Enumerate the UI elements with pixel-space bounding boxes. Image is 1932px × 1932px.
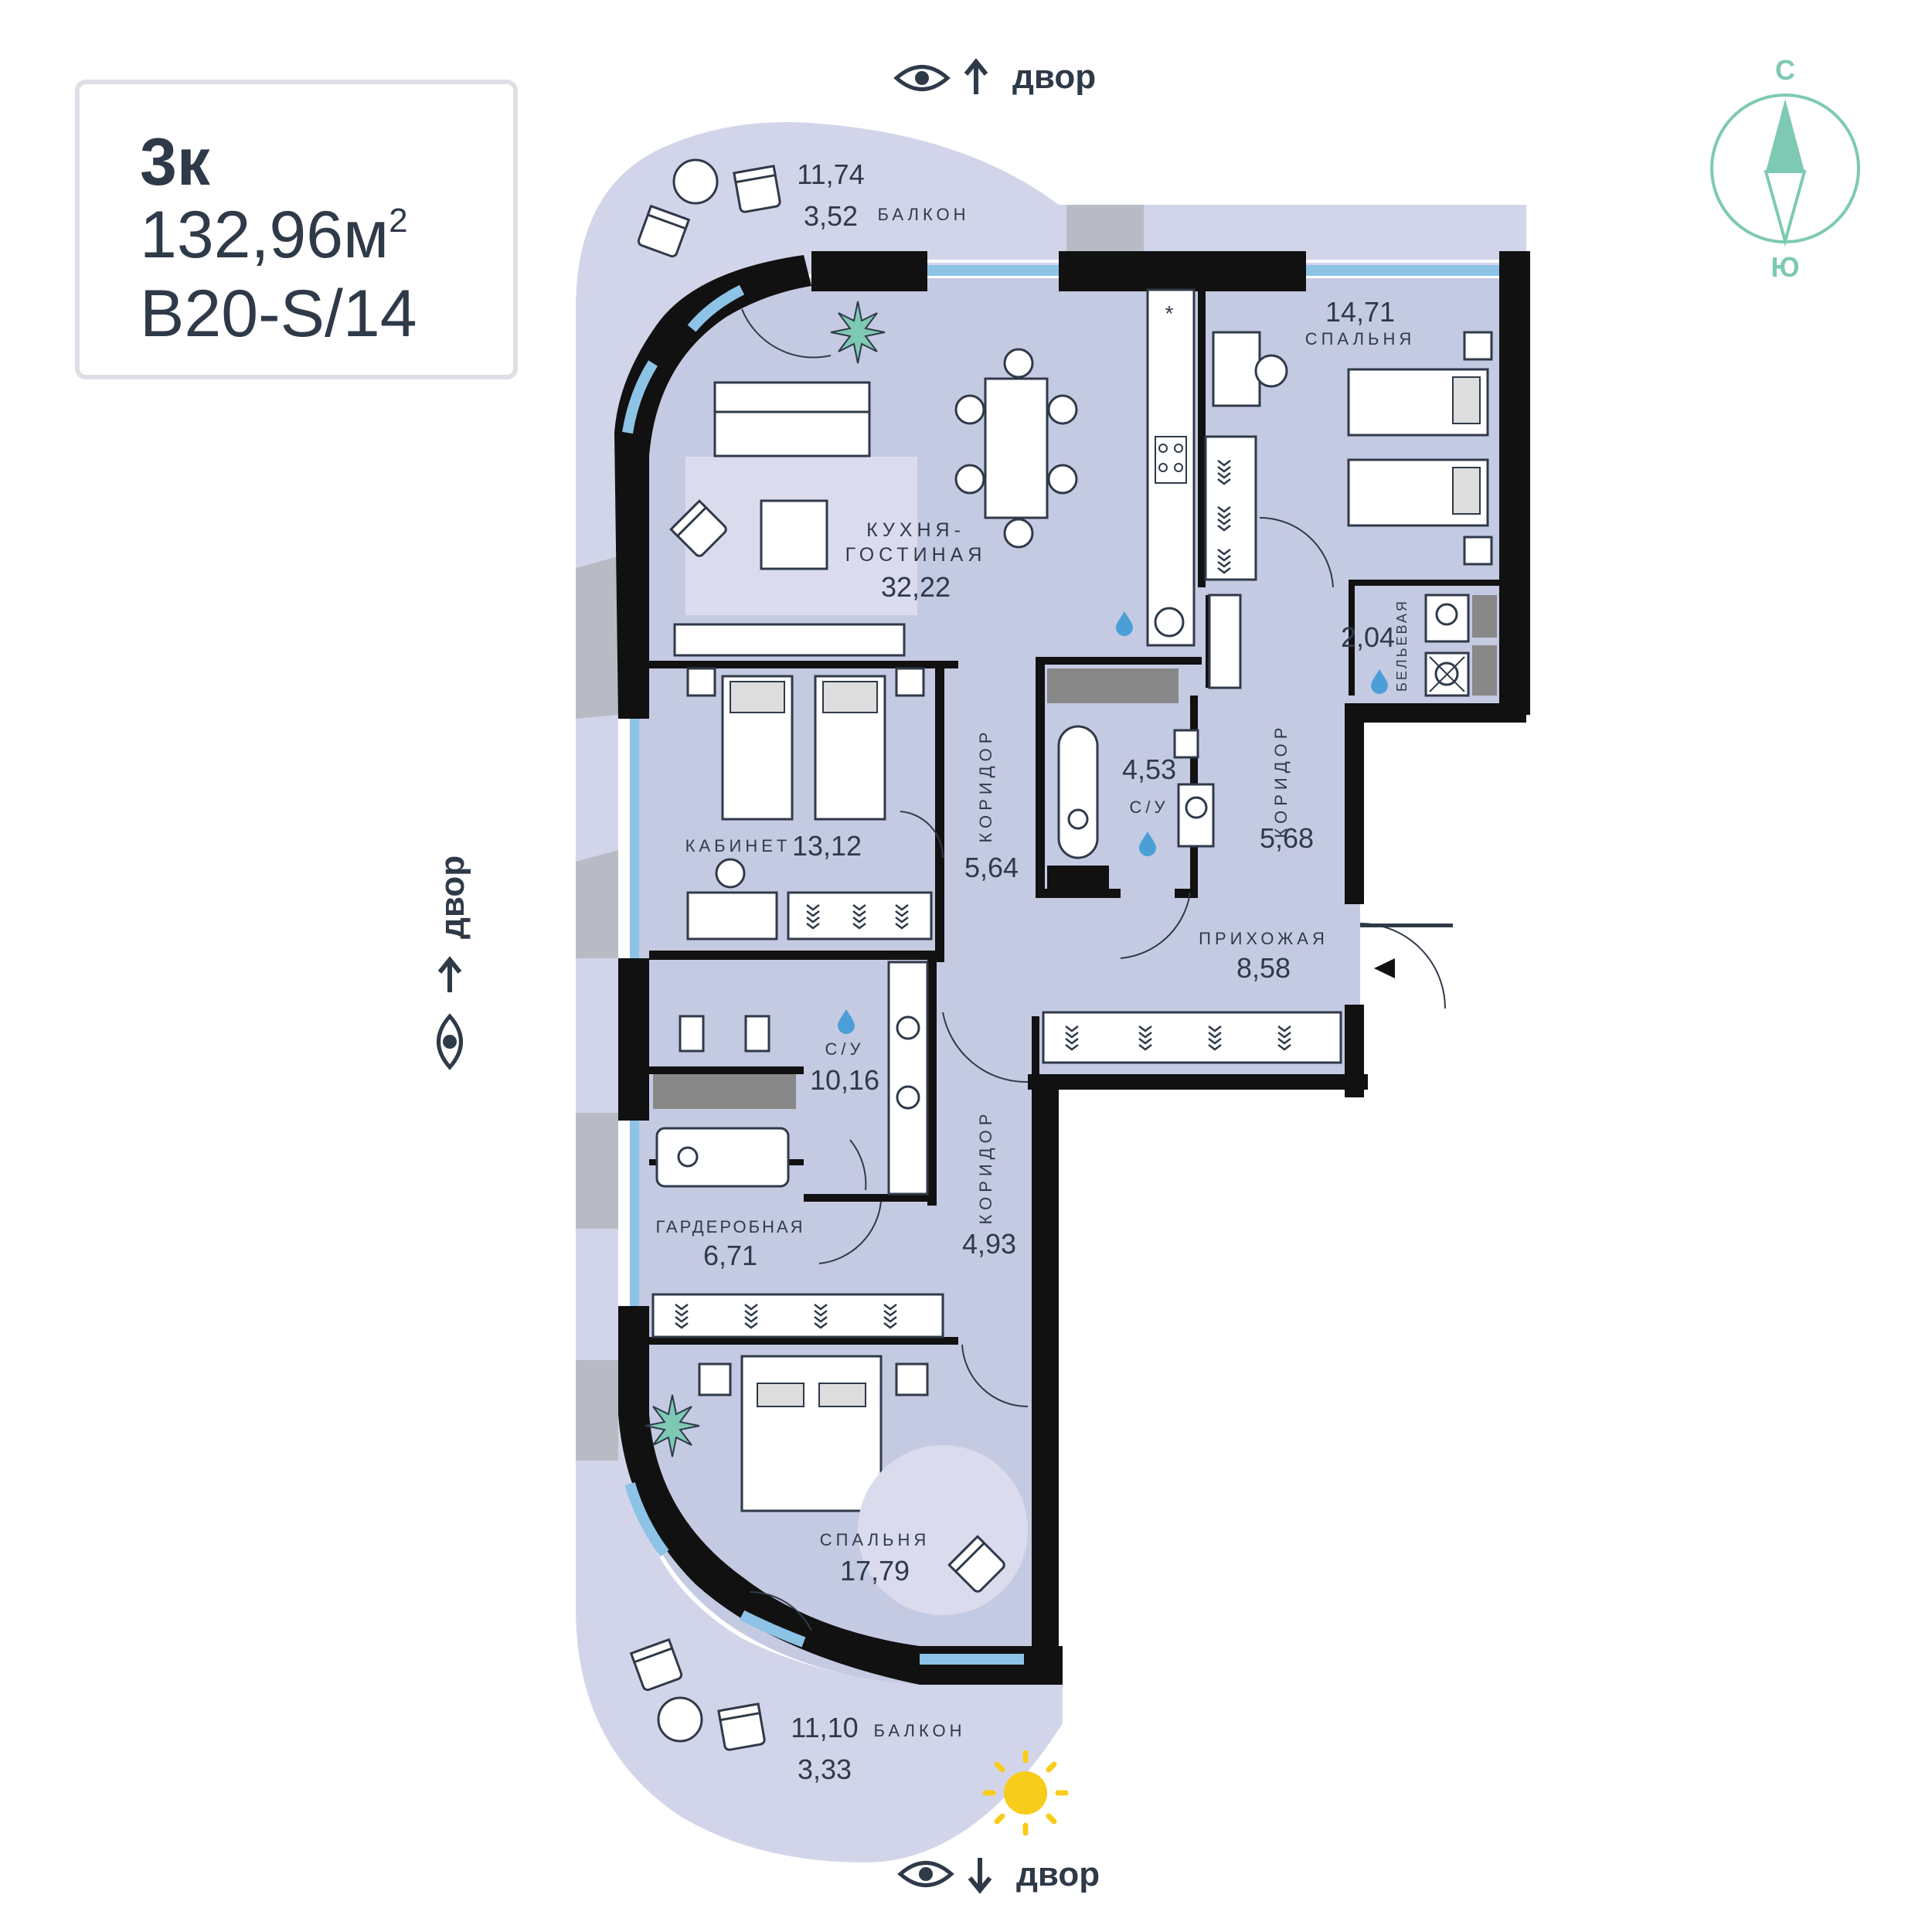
hall-label: ПРИХОЖАЯ: [1199, 929, 1328, 948]
bathroom-west-fixtures: [653, 961, 929, 1196]
balcony-south-total: 11,10: [791, 1712, 858, 1743]
plant-icon: [645, 301, 886, 1458]
view-top-label: двор: [1012, 58, 1096, 96]
slab-west-2: [576, 850, 618, 958]
bedroom-ne-label: СПАЛЬНЯ: [1305, 329, 1416, 349]
laundry-label: БЕЛЬЕВАЯ: [1394, 599, 1410, 692]
balcony-north-reduced: 3,52: [804, 200, 858, 232]
bathroom-west-label: С/У: [825, 1039, 865, 1059]
living-furniture: [669, 381, 906, 657]
cabinet-furniture: [686, 667, 925, 940]
bedroom-sw-area: 17,79: [840, 1555, 910, 1587]
sun-icon: [982, 1750, 1069, 1836]
balcony-south-label: БАЛКОН: [873, 1721, 965, 1740]
corridor-c-area: 4,93: [962, 1228, 1016, 1260]
bedroom-ne-furniture: [1212, 331, 1493, 566]
wardrobe-area: 6,71: [703, 1240, 757, 1271]
corridor-a-label: КОРИДОР: [1271, 723, 1291, 838]
arrow-left-icon: [437, 956, 462, 992]
living-area: 32,22: [881, 571, 951, 603]
room-count: 3к: [140, 125, 210, 199]
door-swings: [741, 308, 1446, 1631]
corridor-b-label: КОРИДОР: [976, 728, 995, 843]
balcony-furniture: [630, 158, 782, 1752]
compass-north-needle: [1766, 99, 1804, 172]
entrance-marker-icon: [1374, 958, 1395, 978]
balcony-north-label: БАЛКОН: [877, 205, 969, 224]
eye-icon: [893, 65, 951, 91]
bathroom-west-area: 10,16: [810, 1064, 879, 1096]
living-label-1: КУХНЯ-: [866, 519, 965, 541]
apartment-code: B20-S/14: [140, 277, 417, 351]
windows: [622, 260, 1499, 1665]
total-area: 132,96м2: [140, 197, 408, 274]
view-indicator-bottom: двор: [897, 1855, 1100, 1894]
eye-icon: [437, 1013, 463, 1070]
corridor-b-area: 5,64: [964, 852, 1019, 883]
total-area-value: 132,96м: [140, 198, 389, 272]
view-indicator-left: двор: [434, 855, 471, 1070]
compass-south-label: Ю: [1770, 251, 1799, 283]
bedroom-ne-area: 14,71: [1325, 296, 1395, 328]
slab-west-1: [576, 556, 618, 719]
view-bottom-label: двор: [1016, 1855, 1100, 1893]
bathroom-center-label: С/У: [1130, 798, 1169, 817]
eye-icon: [897, 1861, 954, 1887]
view-indicator-top: двор: [893, 58, 1096, 96]
balcony-south-reduced: 3,33: [798, 1753, 852, 1785]
hall-area: 8,58: [1236, 952, 1291, 984]
cabinet-label: КАБИНЕТ: [685, 836, 791, 855]
laundry-fixtures: [1424, 594, 1497, 697]
bedroom-sw-label: СПАЛЬНЯ: [820, 1530, 930, 1549]
bathroom-center-fixtures: [1047, 668, 1215, 890]
laundry-area: 2,04: [1341, 621, 1395, 653]
balcony-south: [576, 850, 1063, 1862]
compass-south-needle: [1764, 170, 1807, 247]
living-label-2: ГОСТИНАЯ: [845, 544, 987, 566]
slab-west-3: [576, 1113, 618, 1229]
bathroom-center-area: 4,53: [1122, 753, 1176, 785]
kitchen-counter: *: [1146, 288, 1196, 647]
bedroom-sw-furniture: [698, 1355, 1028, 1615]
corridor-a-area: 5,68: [1260, 822, 1314, 854]
wardrobe-label: ГАРДЕРОБНАЯ: [655, 1217, 804, 1236]
fridge-icon: *: [1165, 301, 1174, 325]
view-left-label: двор: [434, 855, 471, 939]
compass-north-label: С: [1775, 54, 1795, 86]
arrow-down-icon: [968, 1858, 992, 1894]
compass: С Ю: [1710, 54, 1860, 283]
slab-west-4: [576, 1360, 618, 1461]
closets: [651, 435, 1342, 1338]
arrow-up-icon: [964, 58, 988, 94]
apartment-info-card: 3к 132,96м2 B20-S/14: [75, 80, 518, 379]
cabinet-area: 13,12: [792, 830, 862, 862]
corridor-c-label: КОРИДОР: [976, 1110, 995, 1225]
area-unit-superscript: 2: [389, 202, 408, 240]
dining-table: [954, 348, 1078, 549]
balcony-north-total: 11,74: [797, 158, 864, 190]
